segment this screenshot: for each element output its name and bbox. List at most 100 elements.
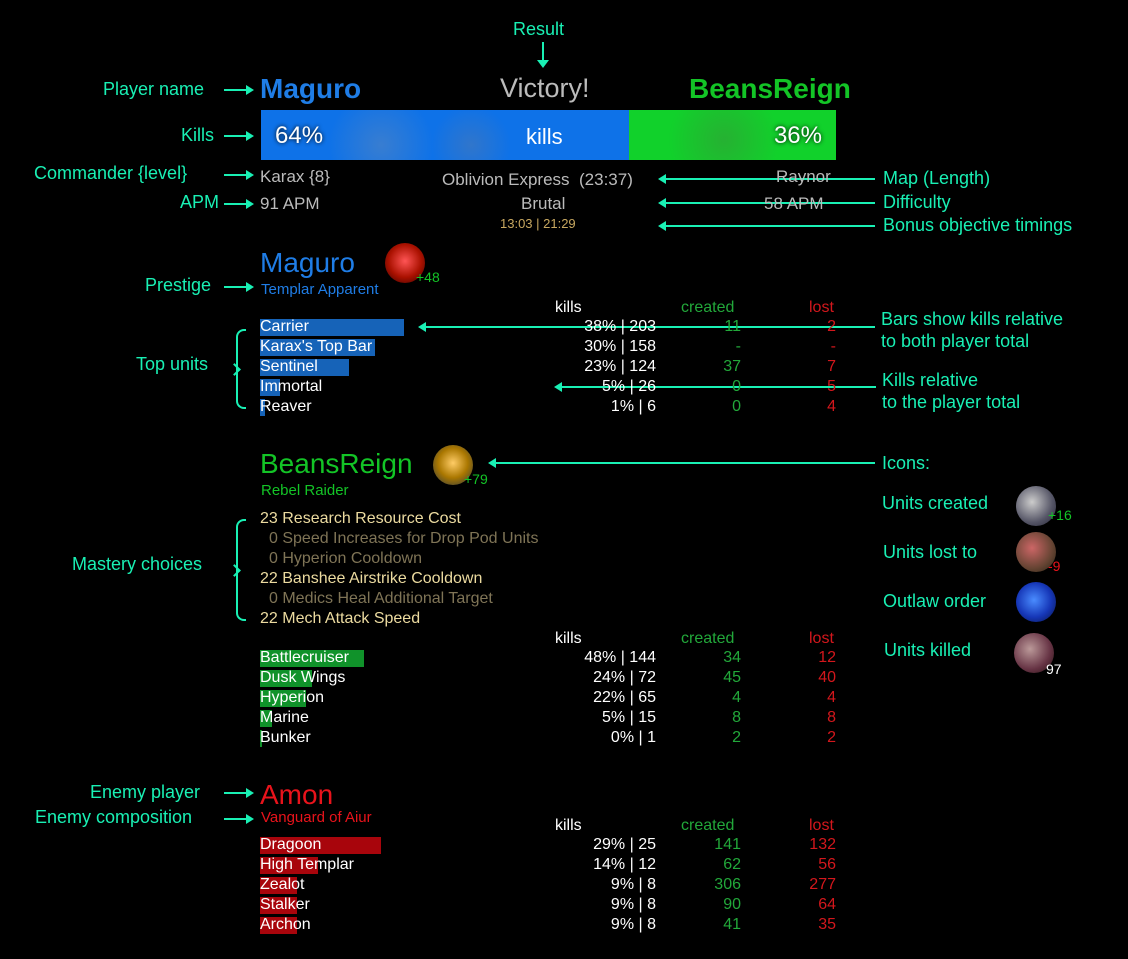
unit-name: High Templar bbox=[260, 856, 354, 873]
p1-header-kills: kills bbox=[555, 299, 582, 316]
p1-header-lost: lost bbox=[809, 299, 834, 316]
p1-header-created: created bbox=[681, 299, 735, 316]
unit-kill-bar bbox=[260, 650, 364, 667]
unit-lost: 35 bbox=[818, 916, 836, 933]
brace-mastery bbox=[236, 519, 246, 621]
player1-commander: Karax {8} bbox=[260, 167, 330, 186]
annotation-top-units: Top units bbox=[136, 354, 209, 374]
unit-created: 0 bbox=[732, 378, 741, 395]
unit-kills: 5% | 26 bbox=[602, 378, 656, 395]
annotation-bars-2: to both player total bbox=[881, 331, 1030, 351]
player1-icon-value: +48 bbox=[416, 269, 440, 285]
kills-bar-player2: 36% bbox=[629, 110, 836, 160]
player1-name: Maguro bbox=[260, 73, 362, 104]
unit-row: Battlecruiser 48% | 144 34 12 bbox=[260, 649, 836, 669]
units-killed-icon bbox=[1014, 633, 1054, 673]
unit-name: Dragoon bbox=[260, 836, 322, 853]
unit-name: Immortal bbox=[260, 378, 323, 395]
player2-section-name: BeansReign bbox=[260, 448, 413, 479]
kills-bar-label: kills bbox=[526, 124, 563, 149]
unit-lost: 7 bbox=[827, 358, 836, 375]
unit-kills: 5% | 15 bbox=[602, 709, 656, 726]
unit-created: 41 bbox=[723, 916, 741, 933]
arrow-map bbox=[658, 174, 875, 184]
unit-created: 141 bbox=[714, 836, 741, 853]
annotation-mastery: Mastery choices bbox=[72, 554, 203, 574]
player2-prestige: Rebel Raider bbox=[261, 482, 349, 499]
mastery-item: 22 Mech Attack Speed bbox=[260, 610, 421, 627]
unit-kill-bar bbox=[260, 379, 280, 396]
unit-kill-bar bbox=[260, 670, 312, 687]
p2-header-created: created bbox=[681, 630, 735, 647]
unit-name: Marine bbox=[260, 709, 309, 726]
unit-lost: 56 bbox=[818, 856, 836, 873]
unit-created: 2 bbox=[732, 729, 741, 746]
unit-created: 8 bbox=[732, 709, 741, 726]
annotation-enemy-player: Enemy player bbox=[90, 782, 201, 802]
unit-lost: 2 bbox=[827, 318, 836, 335]
enemy-header-lost: lost bbox=[809, 817, 834, 834]
unit-kills: 48% | 144 bbox=[584, 649, 656, 666]
arrow-result bbox=[542, 42, 544, 62]
enemy-composition: Vanguard of Aiur bbox=[261, 809, 372, 826]
unit-lost: 132 bbox=[809, 836, 836, 853]
map-length: Oblivion Express (23:37) bbox=[442, 170, 633, 189]
player1-section-name: Maguro bbox=[260, 247, 355, 278]
mastery-item: 23 Research Resource Cost bbox=[260, 510, 461, 527]
arrow-enemy-player bbox=[224, 788, 254, 798]
unit-kills: 23% | 124 bbox=[584, 358, 656, 375]
units-created-value: +16 bbox=[1048, 507, 1072, 523]
unit-kill-bar bbox=[260, 399, 265, 416]
player2-icon-value: +79 bbox=[464, 471, 488, 487]
player1-kill-pct: 64% bbox=[275, 122, 324, 149]
unit-name: Carrier bbox=[260, 318, 309, 335]
unit-created: 34 bbox=[723, 649, 741, 666]
unit-kills: 14% | 12 bbox=[593, 856, 656, 873]
unit-lost: 12 bbox=[818, 649, 836, 666]
annotation-map: Map (Length) bbox=[883, 168, 991, 188]
kills-bar-player1: 64% bbox=[261, 110, 629, 160]
unit-name: Battlecruiser bbox=[260, 649, 349, 666]
unit-name: Bunker bbox=[260, 729, 311, 746]
annotation-units-created: Units created bbox=[882, 493, 989, 513]
unit-created: 0 bbox=[732, 398, 741, 415]
enemy-header-kills: kills bbox=[555, 817, 582, 834]
unit-kills: 9% | 8 bbox=[610, 896, 656, 913]
unit-created: 4 bbox=[732, 689, 741, 706]
player2-name: BeansReign bbox=[689, 73, 851, 104]
annotation-outlaw: Outlaw order bbox=[883, 591, 987, 611]
unit-kills: 24% | 72 bbox=[593, 669, 656, 686]
unit-name: Dusk Wings bbox=[260, 669, 346, 686]
unit-kill-bar bbox=[260, 917, 297, 934]
unit-row: High Templar 14% | 12 62 56 bbox=[260, 856, 836, 876]
unit-kills: 30% | 158 bbox=[584, 338, 656, 355]
unit-kills: 1% | 6 bbox=[610, 398, 656, 415]
unit-lost: 277 bbox=[809, 876, 836, 893]
annotation-commander: Commander {level} bbox=[34, 163, 188, 183]
annotation-prestige: Prestige bbox=[145, 275, 212, 295]
annotation-player-name: Player name bbox=[103, 79, 205, 99]
unit-kill-bar bbox=[260, 857, 318, 874]
unit-kill-bar bbox=[260, 837, 381, 854]
unit-name: Zealot bbox=[260, 876, 305, 893]
p2-header-kills: kills bbox=[555, 630, 582, 647]
unit-name: Karax's Top Bar bbox=[260, 338, 373, 355]
unit-kills: 9% | 8 bbox=[610, 916, 656, 933]
annotation-kills: Kills bbox=[181, 125, 215, 145]
unit-name: Sentinel bbox=[260, 358, 318, 375]
arrow-kills bbox=[224, 131, 254, 141]
outlaw-order-icon bbox=[1016, 582, 1056, 622]
unit-kill-bar bbox=[260, 359, 349, 376]
difficulty: Brutal bbox=[521, 194, 566, 213]
unit-name: Hyperion bbox=[260, 689, 325, 706]
unit-created: 62 bbox=[723, 856, 741, 873]
units-created-icon bbox=[1016, 486, 1056, 526]
annotation-units-killed: Units killed bbox=[884, 640, 972, 660]
unit-created: 90 bbox=[723, 896, 741, 913]
